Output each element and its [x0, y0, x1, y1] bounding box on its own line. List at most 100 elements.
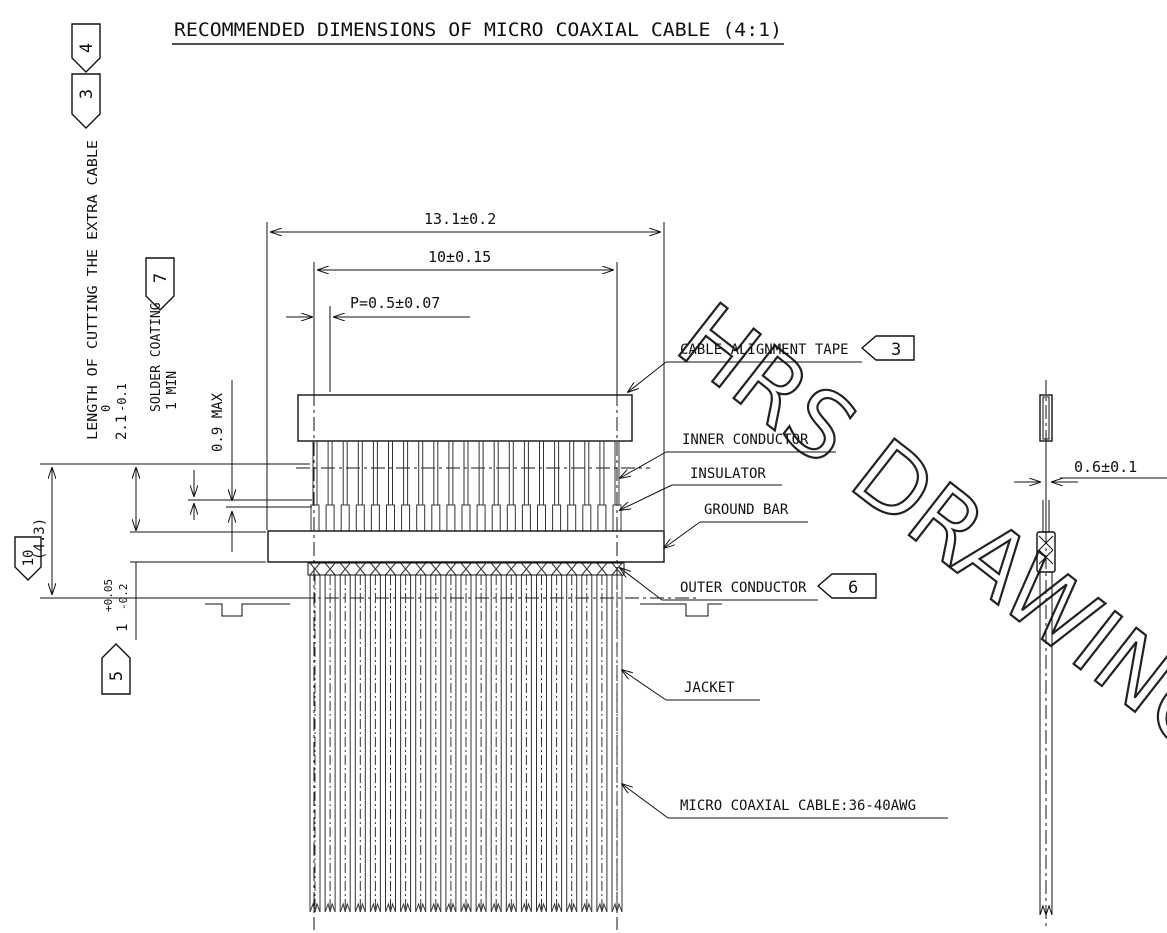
outer-conductor-mark [551, 562, 562, 576]
flag-note-5: 5 [101, 643, 131, 695]
flag-note-3-tape [860, 335, 915, 361]
dim-cut-length [130, 468, 266, 640]
cable-alignment-tape [297, 394, 633, 442]
outer-conductor-mark [566, 562, 578, 576]
callout-ground-bar: GROUND BAR [664, 502, 808, 548]
flag-note-6-label: 6 [848, 578, 858, 598]
outer-conductor-mark [490, 562, 502, 576]
flag-note-7-label: 7 [151, 273, 171, 283]
flag-note-10 [14, 536, 42, 581]
dim-pitch-span: 10±0.15 [313, 248, 618, 392]
cable-break [490, 902, 502, 913]
insulator [597, 504, 607, 532]
insulator [461, 504, 471, 532]
height-ref-value: (4.3) [32, 518, 48, 560]
dim-pitch: P=0.5±0.07 [286, 294, 470, 392]
dim-overall-width: 13.1±0.2 [266, 210, 665, 530]
side-thickness-value: 0.6±0.1 [1074, 458, 1137, 476]
drawing-title: RECOMMENDED DIMENSIONS OF MICRO COAXIAL … [174, 19, 782, 41]
callout-cable-alignment-tape-label: CABLE ALIGNMENT TAPE [680, 342, 849, 358]
outer-conductor-mark [415, 562, 427, 576]
cable-break [566, 902, 578, 913]
callout-inner-conductor-label: INNER CONDUCTOR [682, 432, 809, 448]
insulator [340, 504, 350, 532]
overall-width-value: 13.1±0.2 [424, 210, 496, 228]
callout-cable-alignment-tape: CABLE ALIGNMENT TAPE 3 [628, 335, 915, 392]
cable-break [415, 902, 427, 913]
cable-break [354, 902, 366, 913]
outer-conductor-band [307, 562, 625, 576]
cable-break [324, 902, 336, 913]
outer-conductor-mark [385, 562, 396, 576]
dim-solder [188, 380, 312, 552]
solder-coating-label: SOLDER COATING [149, 302, 164, 412]
callout-jacket-label: JACKET [684, 680, 735, 696]
flag-note-4-label: 4 [77, 43, 97, 53]
insulator [567, 504, 577, 532]
callout-outer-conductor: OUTER CONDUCTOR 6 [620, 568, 877, 601]
insulator [476, 504, 486, 532]
surface-symbol-left [205, 603, 290, 617]
flag-note-5-label: 5 [107, 671, 127, 681]
cable-break [536, 902, 547, 913]
callout-insulator: INSULATOR [620, 466, 782, 510]
cable-break [385, 902, 396, 913]
insulator [537, 504, 546, 532]
bar-nominal: 1 [115, 624, 131, 632]
outer-conductor-mark [354, 562, 366, 576]
cable-break [475, 902, 487, 913]
cable-break [369, 902, 381, 913]
flag-note-7: 7 [145, 257, 175, 311]
outer-conductor-mark [596, 562, 608, 576]
bar-upper-tol: +0.05 [102, 579, 115, 612]
flag-note-3-left: 3 [71, 73, 101, 129]
callout-insulator-label: INSULATOR [690, 466, 766, 482]
callout-micro-coaxial-cable: MICRO COAXIAL CABLE:36-40AWG [622, 784, 948, 819]
cable-break [445, 902, 457, 913]
outer-conductor-mark [370, 562, 381, 576]
insulator [370, 504, 380, 532]
bar-lower-tol: -0.2 [117, 584, 130, 611]
insulator [310, 504, 320, 532]
cable-break [611, 902, 623, 913]
cable-break [520, 902, 532, 913]
cut-lower-tol: -0.1 [115, 383, 129, 412]
outer-conductor-mark [324, 562, 336, 576]
ground-bar [267, 530, 665, 563]
outer-conductor-mark [309, 562, 321, 576]
outer-conductor-mark [445, 562, 457, 576]
cable-break [460, 902, 472, 913]
insulator [325, 504, 335, 532]
insulator [355, 504, 365, 532]
callout-micro-coaxial-cable-label: MICRO COAXIAL CABLE:36-40AWG [680, 798, 916, 814]
flag-note-6 [816, 573, 877, 599]
insulator [446, 504, 456, 532]
cable-break [551, 902, 563, 913]
outer-conductor-mark [460, 562, 472, 576]
pitch-span-value: 10±0.15 [428, 248, 491, 266]
callout-jacket: JACKET [622, 670, 760, 701]
cable-break [581, 902, 593, 913]
solder-max: 0.9 MAX [210, 392, 226, 452]
pitch-value: P=0.5±0.07 [350, 294, 440, 312]
insulator [552, 504, 562, 532]
cable-break [339, 902, 351, 913]
cutting-length-label: LENGTH OF CUTTING THE EXTRA CABLE [86, 140, 101, 440]
side-view: 0.6±0.1 [1014, 380, 1167, 930]
solder-min: 1 MIN [165, 371, 180, 410]
flag-note-10-label: 10 [21, 550, 37, 567]
flag-note-3-tape-label: 3 [891, 340, 901, 360]
callout-ground-bar-label: GROUND BAR [704, 502, 789, 518]
insulator [431, 504, 441, 532]
outer-conductor-mark [536, 562, 547, 576]
outer-conductor-mark [430, 562, 442, 576]
flag-note-3-left-label: 3 [77, 89, 97, 99]
outer-conductor-mark [521, 562, 532, 576]
dim-height-ref: (4.3) 10 [14, 463, 310, 599]
insulator [506, 504, 516, 532]
cut-nominal: 2.1 [114, 415, 130, 440]
insulator [401, 504, 411, 532]
outer-conductor-mark [339, 562, 351, 576]
insulator [386, 504, 395, 532]
